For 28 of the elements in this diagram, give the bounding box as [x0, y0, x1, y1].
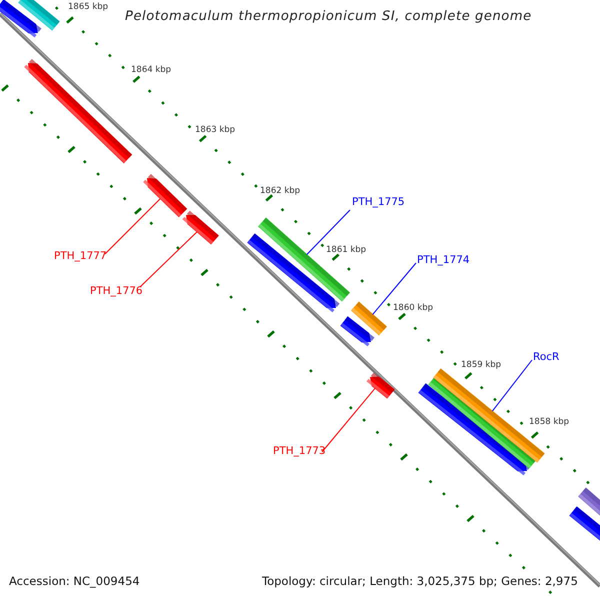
gene-bar — [258, 218, 350, 302]
tick-label: 1865 kbp — [68, 3, 108, 12]
tick-label: 1863 kbp — [195, 126, 236, 136]
tick-label: 1864 kbp — [131, 66, 172, 76]
gene-label: PTH_1775 — [352, 197, 405, 209]
tick-label: 1861 kbp — [326, 246, 366, 256]
genome-stats-text: Topology: circular; Length: 3,025,375 bp; Genes: 2,975 — [262, 575, 578, 588]
tick-label: 1862 kbp — [260, 187, 300, 196]
gene-bar — [351, 302, 387, 336]
gene-bar — [182, 210, 219, 245]
leader-line — [492, 360, 532, 412]
leader-line — [140, 231, 198, 288]
title: Pelotomaculum thermopropionicum SI, complete genome — [125, 10, 532, 24]
leader-line — [322, 388, 376, 452]
tick-label: 1859 kbp — [461, 361, 502, 370]
gene-label: PTH_1777 — [54, 251, 107, 263]
gene-label: PTH_1776 — [90, 286, 143, 298]
gene-label: PTH_1773 — [273, 446, 326, 458]
leader-line — [104, 198, 161, 254]
leader-line — [372, 262, 416, 315]
tick-label: 1858 kbp — [529, 418, 570, 428]
leader-line — [306, 210, 350, 255]
gene-bar — [143, 174, 188, 218]
gene-label: RocR — [533, 352, 560, 364]
accession-text: Accession: NC_009454 — [9, 575, 140, 588]
tick-label: 1860 kbp — [393, 304, 434, 314]
gene-bar — [366, 372, 395, 399]
gene-label: PTH_1774 — [417, 255, 470, 267]
